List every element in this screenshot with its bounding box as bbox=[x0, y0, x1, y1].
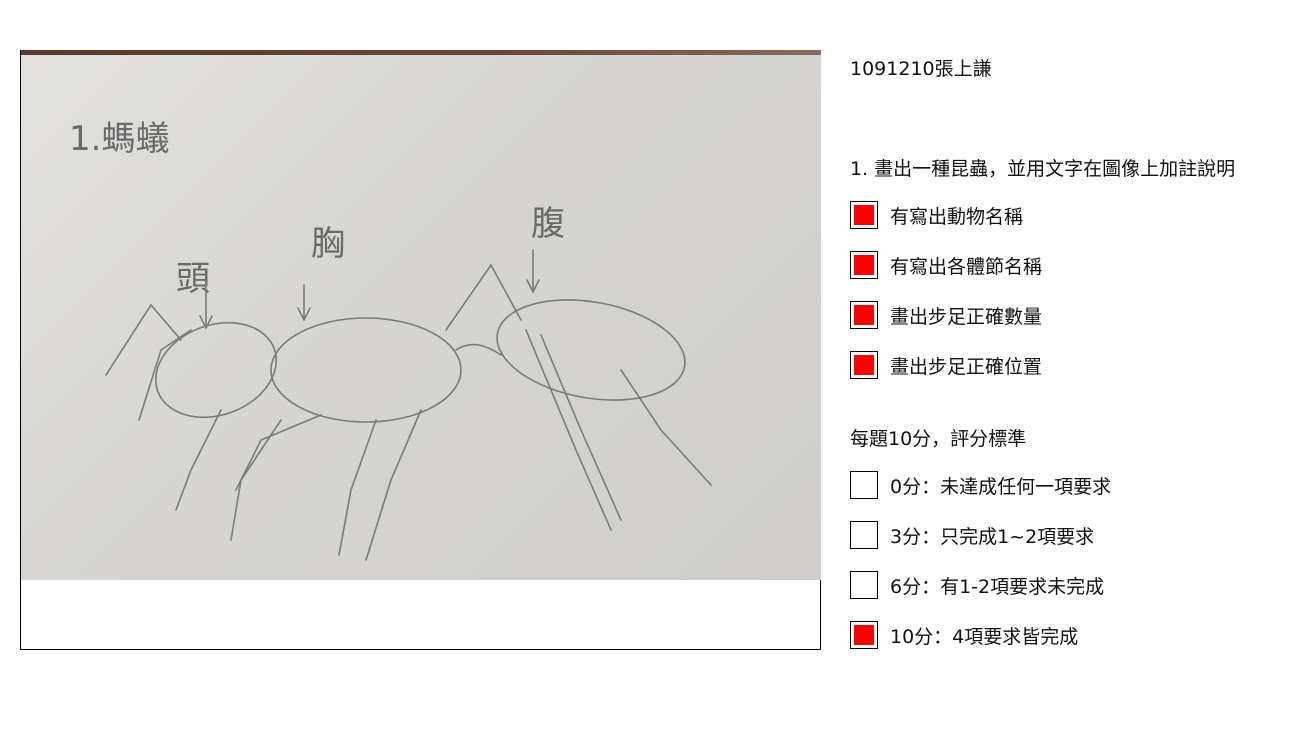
criterion-row: 有寫出各體節名稱 bbox=[850, 250, 1042, 280]
label-thorax: 胸 bbox=[311, 224, 345, 264]
checkbox[interactable] bbox=[850, 471, 878, 499]
checkbox-fill bbox=[854, 205, 874, 225]
checkbox-fill bbox=[854, 305, 874, 325]
checkbox[interactable] bbox=[850, 301, 878, 329]
checkbox[interactable] bbox=[850, 571, 878, 599]
sketch-title: 1.螞蟻 bbox=[69, 119, 169, 159]
score-option-label: 10分：4項要求皆完成 bbox=[890, 625, 1079, 648]
checkbox-fill bbox=[854, 625, 874, 645]
criterion-label: 有寫出動物名稱 bbox=[890, 205, 1024, 228]
student-id-name: 1091210張上謙 bbox=[850, 58, 992, 80]
label-abdomen: 腹 bbox=[531, 204, 565, 244]
score-option-row: 0分：未達成任何一項要求 bbox=[850, 470, 1111, 500]
question-text: 1. 畫出一種昆蟲，並用文字在圖像上加註說明 bbox=[850, 158, 1236, 180]
checkbox[interactable] bbox=[850, 351, 878, 379]
criterion-row: 有寫出動物名稱 bbox=[850, 200, 1023, 230]
checkbox[interactable] bbox=[850, 521, 878, 549]
checkbox-fill bbox=[854, 355, 874, 375]
score-option-row: 3分：只完成1~2項要求 bbox=[850, 520, 1094, 550]
scoring-title: 每題10分，評分標準 bbox=[850, 428, 1027, 450]
criterion-label: 畫出步足正確位置 bbox=[890, 355, 1043, 378]
checkbox[interactable] bbox=[850, 201, 878, 229]
score-option-row: 10分：4項要求皆完成 bbox=[850, 620, 1078, 650]
photo-frame: 1.螞蟻 頭 胸 腹 bbox=[20, 50, 821, 650]
ant-sketch-drawing: 1.螞蟻 頭 胸 腹 bbox=[69, 119, 712, 561]
ant-sketch-photo: 1.螞蟻 頭 胸 腹 bbox=[21, 50, 821, 580]
ant-body-lines bbox=[105, 249, 712, 561]
score-option-label: 0分：未達成任何一項要求 bbox=[890, 475, 1112, 498]
criterion-row: 畫出步足正確數量 bbox=[850, 300, 1042, 330]
checkbox[interactable] bbox=[850, 251, 878, 279]
score-option-row: 6分：有1-2項要求未完成 bbox=[850, 570, 1104, 600]
label-head: 頭 bbox=[176, 259, 210, 299]
criterion-row: 畫出步足正確位置 bbox=[850, 350, 1042, 380]
checkbox[interactable] bbox=[850, 621, 878, 649]
checkbox-fill bbox=[854, 255, 874, 275]
criterion-label: 畫出步足正確數量 bbox=[890, 305, 1043, 328]
photo-table-edge bbox=[21, 50, 821, 55]
score-option-label: 3分：只完成1~2項要求 bbox=[890, 525, 1095, 548]
score-option-label: 6分：有1-2項要求未完成 bbox=[890, 575, 1105, 598]
criterion-label: 有寫出各體節名稱 bbox=[890, 255, 1043, 278]
